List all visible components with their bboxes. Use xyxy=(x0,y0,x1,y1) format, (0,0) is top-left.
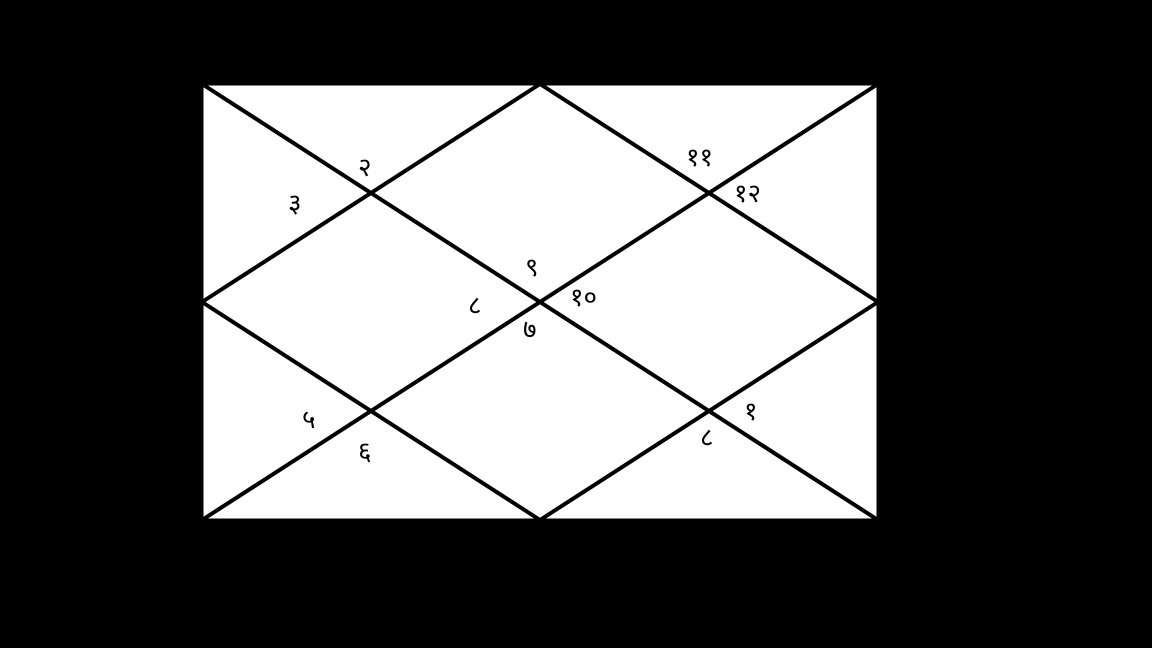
diagonal-top-right-to-bottom-left xyxy=(200,82,880,522)
house-number-2-top-left-upper: २ xyxy=(358,153,372,183)
diamond-edge-top-left xyxy=(200,82,542,304)
house-number-8-bottom-right-lower: ८ xyxy=(700,423,714,453)
house-number-11-top-right-upper: ११ xyxy=(686,143,713,173)
house-number-12-top-right-lower: १२ xyxy=(734,179,761,209)
house-number-3-top-left-lower: ३ xyxy=(288,189,302,219)
house-number-5-bottom-left-upper: ५ xyxy=(302,405,316,435)
diamond-edge-top-right xyxy=(538,82,880,304)
house-number-9-center-top: ९ xyxy=(525,253,539,283)
diamond-edge-bottom-left xyxy=(200,300,542,522)
house-number-6-bottom-left-lower: ६ xyxy=(358,437,372,467)
house-number-7-center-bottom: ७ xyxy=(523,315,537,345)
house-number-10-center-right: १० xyxy=(570,283,597,313)
house-number-8-center-left: ८ xyxy=(468,291,482,321)
house-number-1-bottom-right-upper: १ xyxy=(744,397,758,427)
diamond-edge-bottom-right xyxy=(538,300,880,522)
